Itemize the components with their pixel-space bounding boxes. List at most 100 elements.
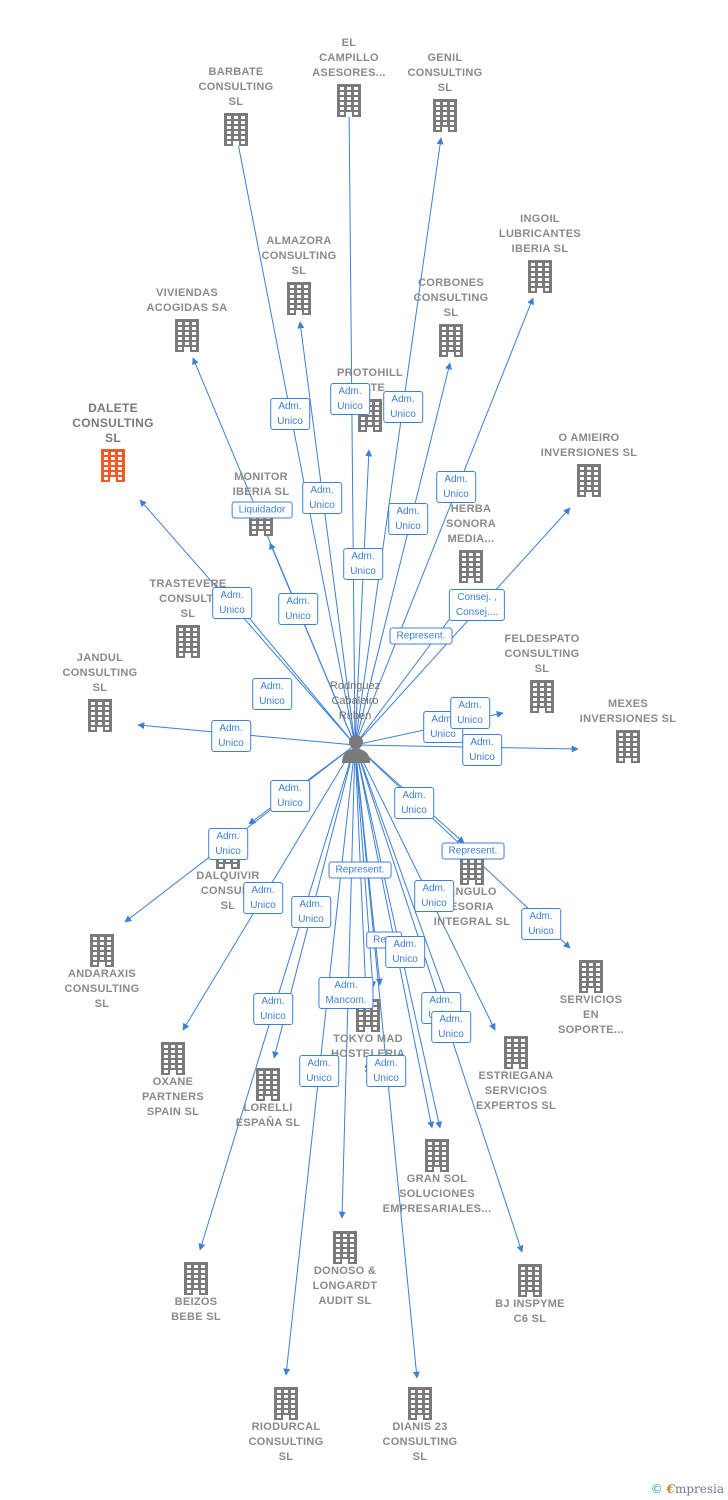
company-node-el-campillo[interactable]: EL CAMPILLO ASESORES... — [289, 36, 409, 117]
company-label: ANDARAXIS CONSULTING SL — [64, 968, 140, 1010]
company-label: ANGULO ESORIA INTEGRAL SL — [433, 886, 511, 928]
building-icon — [184, 1262, 208, 1295]
role-badge[interactable]: Adm. Unico — [212, 587, 252, 619]
company-label: EL CAMPILLO ASESORES... — [312, 37, 386, 79]
building-icon — [175, 319, 199, 352]
role-badge[interactable]: Adm. Unico — [414, 880, 454, 912]
role-badge[interactable]: Adm. Unico — [299, 1055, 339, 1087]
company-node-lorelli[interactable]: LORELLI ESPAÑA SL — [208, 1065, 328, 1131]
role-badge[interactable]: Adm. Unico — [253, 993, 293, 1025]
building-icon — [337, 84, 361, 117]
building-icon — [224, 113, 248, 146]
role-badge[interactable]: Adm. Unico — [394, 787, 434, 819]
building-icon — [530, 680, 554, 713]
building-icon — [176, 625, 200, 658]
building-icon — [101, 449, 125, 482]
company-label: BARBATE CONSULTING SL — [198, 66, 274, 108]
company-node-o-amieiro[interactable]: O AMIEIRO INVERSIONES SL — [529, 431, 649, 497]
role-badge[interactable]: Adm. Unico — [270, 780, 310, 812]
building-icon — [425, 1139, 449, 1172]
copyright-symbol: © — [650, 1482, 663, 1496]
company-node-trastevere[interactable]: TRASTEVERE CONSULTI SL — [128, 577, 248, 658]
company-label: DONOSO & LONGARDT AUDIT SL — [312, 1265, 378, 1307]
building-icon — [433, 99, 457, 132]
company-node-servicios[interactable]: SERVICIOS EN SOPORTE... — [531, 957, 651, 1038]
company-node-gransol[interactable]: GRAN SOL SOLUCIONES EMPRESARIALES... — [377, 1136, 497, 1217]
company-label: RIODURCAL CONSULTING SL — [248, 1421, 324, 1463]
company-node-riodurcal[interactable]: RIODURCAL CONSULTING SL — [226, 1384, 346, 1465]
edge-7 — [354, 449, 373, 746]
company-node-corbones[interactable]: CORBONES CONSULTING SL — [391, 276, 511, 357]
company-node-donoso[interactable]: DONOSO & LONGARDT AUDIT SL — [285, 1228, 405, 1309]
role-badge[interactable]: Adm. Unico — [388, 503, 428, 535]
role-badge[interactable]: Consej. , Consej.... — [448, 589, 506, 621]
company-node-viviendas[interactable]: VIVIENDAS ACOGIDAS SA — [127, 286, 247, 352]
building-icon — [616, 730, 640, 763]
company-label: VIVIENDAS ACOGIDAS SA — [146, 287, 228, 314]
company-label: ALMAZORA CONSULTING SL — [261, 235, 337, 277]
role-badge[interactable]: Adm. Unico — [302, 482, 342, 514]
role-badge[interactable]: Liquidador — [231, 501, 293, 519]
role-badge[interactable]: Adm. Mancom. — [318, 977, 374, 1009]
company-node-dalete[interactable]: DALETE CONSULTING SL — [53, 401, 173, 482]
role-badge[interactable]: Adm. Unico — [211, 720, 251, 752]
edge-2 — [354, 137, 444, 746]
role-badge[interactable]: Adm. Unico — [343, 548, 383, 580]
company-label: BJ INSPYME C6 SL — [495, 1298, 565, 1325]
role-badge[interactable]: Adm. Unico — [291, 896, 331, 928]
role-badge[interactable]: Adm. Unico — [252, 678, 292, 710]
company-node-bj[interactable]: BJ INSPYME C6 SL — [470, 1261, 590, 1327]
role-badge[interactable]: Adm. Unico — [431, 1011, 471, 1043]
edge-9 — [354, 507, 571, 746]
person-icon[interactable] — [341, 733, 371, 763]
role-badge[interactable]: Represent. — [441, 842, 505, 860]
building-icon — [408, 1387, 432, 1420]
company-node-herba[interactable]: HERBA SONORA MEDIA... — [411, 502, 531, 583]
role-badge[interactable]: Adm. Unico — [243, 882, 283, 914]
company-node-genil[interactable]: GENIL CONSULTING SL — [385, 51, 505, 132]
edge-10 — [269, 542, 356, 746]
role-badge[interactable]: Adm. Unico — [450, 697, 490, 729]
building-icon — [577, 464, 601, 497]
building-icon — [287, 282, 311, 315]
role-badge[interactable]: Adm. Unico — [330, 383, 370, 415]
edge-1 — [345, 102, 356, 746]
company-node-feldespato[interactable]: FELDESPATO CONSULTING SL — [482, 632, 602, 713]
role-badge[interactable]: Represent. — [389, 627, 453, 645]
role-badge[interactable]: Adm. Unico — [462, 734, 502, 766]
footer-brand[interactable]: © €mpresia — [651, 1482, 724, 1496]
company-node-jandul[interactable]: JANDUL CONSULTING SL — [40, 651, 160, 732]
company-node-oxane[interactable]: OXANE PARTNERS SPAIN SL — [113, 1039, 233, 1120]
company-node-dianis[interactable]: DIANIS 23 CONSULTING SL — [360, 1384, 480, 1465]
edge-33 — [354, 744, 462, 1036]
company-node-andaraxis[interactable]: ANDARAXIS CONSULTING SL — [42, 931, 162, 1012]
building-icon — [88, 699, 112, 732]
role-badge[interactable]: Adm. Unico — [383, 391, 423, 423]
company-label: MONITOR IBERIA SL — [232, 471, 290, 498]
building-icon — [256, 1068, 280, 1101]
company-label: GRAN SOL SOLUCIONES EMPRESARIALES... — [382, 1173, 492, 1215]
role-badge[interactable]: Adm. Unico — [436, 471, 476, 503]
role-badge[interactable]: Adm. Unico — [366, 1055, 406, 1087]
role-badge[interactable]: Adm. Unico — [270, 398, 310, 430]
role-badge[interactable]: Adm. Unico — [385, 936, 425, 968]
building-icon — [579, 960, 603, 993]
role-badge[interactable]: Represent. — [328, 861, 392, 879]
company-label: MEXES INVERSIONES SL — [579, 698, 677, 725]
role-badge[interactable]: Adm. Unico — [208, 828, 248, 860]
company-node-barbate[interactable]: BARBATE CONSULTING SL — [176, 65, 296, 146]
role-badge[interactable]: Adm. Unico — [521, 908, 561, 940]
role-badge[interactable]: Adm. Unico — [278, 593, 318, 625]
company-node-ingoil[interactable]: INGOIL LUBRICANTES IBERIA SL — [480, 212, 600, 293]
company-node-mexes[interactable]: MEXES INVERSIONES SL — [568, 697, 688, 763]
company-node-beizos[interactable]: BEIZOS BEBE SL — [136, 1259, 256, 1325]
edge-8 — [139, 499, 356, 746]
building-icon — [504, 1036, 528, 1069]
company-label: SERVICIOS EN SOPORTE... — [558, 994, 624, 1036]
building-icon — [161, 1042, 185, 1075]
company-node-estriegana[interactable]: ESTRIEGANA SERVICIOS EXPERTOS SL — [456, 1033, 576, 1114]
building-icon — [90, 934, 114, 967]
company-node-almazora[interactable]: ALMAZORA CONSULTING SL — [239, 234, 359, 315]
edge-0 — [233, 132, 356, 746]
